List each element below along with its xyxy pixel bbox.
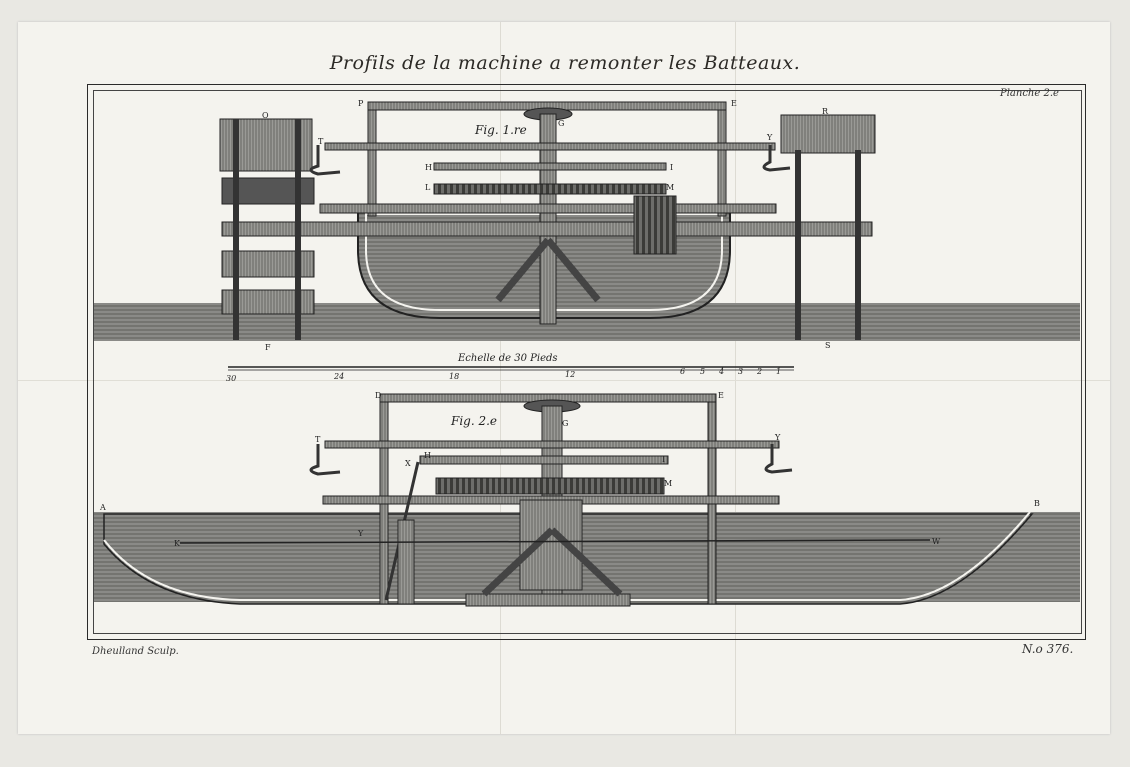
fig2-letter: K [174, 539, 181, 548]
fig2-cable-K-W [179, 539, 931, 544]
fig2-letter: I [662, 455, 665, 464]
scale-label: Echelle de 30 Pieds [457, 353, 558, 364]
fig1-letter: T [318, 137, 324, 146]
scale-tick: 12 [565, 370, 575, 379]
fig1-letter: G [558, 119, 564, 128]
plate-title: Profils de la machine a remonter les Bat… [329, 52, 801, 74]
fig1-frame-left-post [367, 105, 377, 217]
fig1-letter: S [825, 341, 830, 350]
fig1-letter: H [425, 163, 432, 172]
scale-tick: 6 [680, 367, 685, 376]
scale-ticks: 30 24 18 12 6 5 4 3 2 1 [226, 367, 781, 383]
fig1-paddle-wheel [633, 195, 677, 255]
fig1-letter: Y [766, 133, 773, 142]
fig2-letter: E [718, 391, 724, 400]
scale-tick: 30 [226, 374, 236, 383]
fig2-letter: B [1034, 499, 1040, 508]
fold-line-middle [18, 380, 1110, 381]
fig1-letter: P [358, 99, 364, 108]
scale-tick: 4 [718, 367, 724, 376]
fig1-letter: E [731, 99, 737, 108]
fig2-gear-M [435, 477, 665, 495]
fig2-letter: T [315, 435, 321, 444]
scale-tick: 3 [738, 367, 743, 376]
fig1-deck-beam [319, 203, 777, 214]
scale-tick: 18 [449, 372, 459, 381]
fig2-letter: Y [357, 529, 364, 538]
plate-number-label: Planche 2.e [1000, 88, 1059, 99]
fig2-letter: A [99, 503, 106, 512]
fig2-base [465, 593, 631, 607]
fig1-gear-L-M [433, 183, 667, 195]
fig2-letter: G [562, 419, 568, 428]
paper-sheet [18, 22, 1110, 734]
fig2-letter: H [424, 451, 431, 460]
fig1-letter: F [265, 343, 271, 352]
scale-tick: 1 [776, 367, 781, 376]
fig1-crossbar-T-Y [324, 142, 776, 151]
fig1-tower-R-block [780, 114, 876, 154]
catalog-number: N.o 376. [1022, 642, 1074, 656]
fig1-letter: R [822, 107, 829, 116]
fig2-crossbar-T-Y [324, 440, 780, 449]
fig1-letters: O P E R T Y G H I L M F S [262, 99, 830, 352]
plate-frame-inner [93, 90, 1082, 634]
fig1-letter: O [262, 111, 269, 120]
fig2-letters: D E G T Y X H I M A B K Y W [99, 391, 1040, 548]
engraver-signature: Dheulland Sculp. [92, 646, 179, 657]
fig2-letter: D [375, 391, 381, 400]
fold-line-right [735, 22, 736, 734]
plate-frame-outer [87, 84, 1086, 640]
fold-line-left [500, 22, 501, 734]
fig2-letter: M [664, 479, 672, 488]
fig1-gear-H-I [433, 162, 667, 171]
scale-tick: 5 [700, 367, 705, 376]
fig1-axle [221, 221, 873, 237]
fig2-label: Fig. 2.e [450, 414, 497, 428]
fig1-letter: I [670, 163, 673, 172]
fig1-label: Fig. 1.re [474, 123, 527, 137]
fig2-letter: W [932, 537, 941, 546]
scale-tick: 2 [756, 367, 762, 376]
fig2-letter: X [405, 459, 411, 468]
fig2-gear-H-I [419, 455, 669, 465]
fig2-letter: Y [774, 433, 781, 442]
fig1-letter: M [666, 183, 674, 192]
fig1-frame-right-post [717, 105, 727, 217]
scale-tick: 24 [333, 372, 344, 381]
fig1-letter: L [425, 183, 431, 192]
